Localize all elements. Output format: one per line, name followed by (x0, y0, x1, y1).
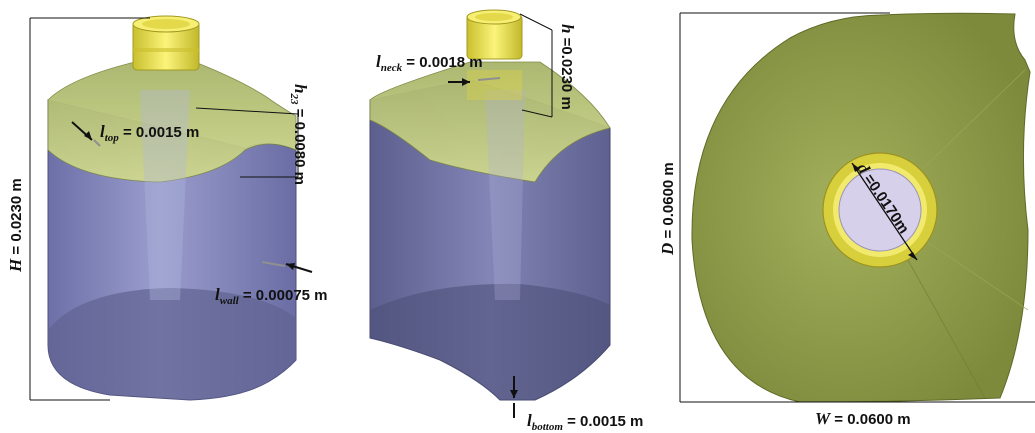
tank-left (29, 15, 313, 401)
dim-d-head-top (852, 163, 860, 172)
label-l-bottom: lbottom = 0.0015 m (527, 411, 644, 433)
label-D: D = 0.0600 m (658, 162, 677, 255)
label-h: h =0.0230 m (558, 24, 577, 110)
tank-left-neck-opening (142, 19, 190, 29)
label-l-neck: lneck = 0.0018 m (376, 52, 483, 74)
tank-middle (369, 9, 611, 418)
label-H: H = 0.0230 m (6, 178, 25, 272)
tank-left-neck-band (133, 48, 199, 52)
label-l-top: ltop = 0.0015 m (100, 122, 200, 144)
arrow-l-wall-grey (261, 261, 286, 267)
label-h23: h23 = 0.0080 m (288, 84, 310, 185)
arrow-l-neck-grey (477, 77, 501, 81)
tank-middle-bottom-shade (370, 283, 610, 400)
tank-left-bottom-shade (48, 288, 296, 400)
plate-hole (838, 168, 922, 252)
dim-d-head-bottom (908, 252, 917, 260)
dim-h-bottom-line (521, 109, 553, 118)
tank-middle-neck-lower (467, 70, 522, 100)
label-W: W = 0.0600 m (815, 409, 911, 428)
dim-h-top-line (519, 13, 553, 31)
dim-d-line (851, 162, 918, 261)
tank-middle-inner-cone (485, 90, 525, 300)
plate-top-view (679, 12, 1035, 403)
arrow-l-top-head (84, 131, 92, 140)
dim-h23-top-line (195, 107, 299, 115)
tank-middle-top-cone (369, 61, 611, 183)
arrow-l-bottom-head (510, 390, 518, 398)
tank-left-inner-cone (140, 90, 190, 300)
tank-middle-neck-opening (475, 13, 513, 21)
arrow-l-wall-head (286, 263, 295, 270)
arrow-l-neck-head (462, 78, 470, 86)
label-l-wall: lwall = 0.00075 m (215, 285, 328, 307)
arrow-l-top-grey (93, 139, 101, 147)
